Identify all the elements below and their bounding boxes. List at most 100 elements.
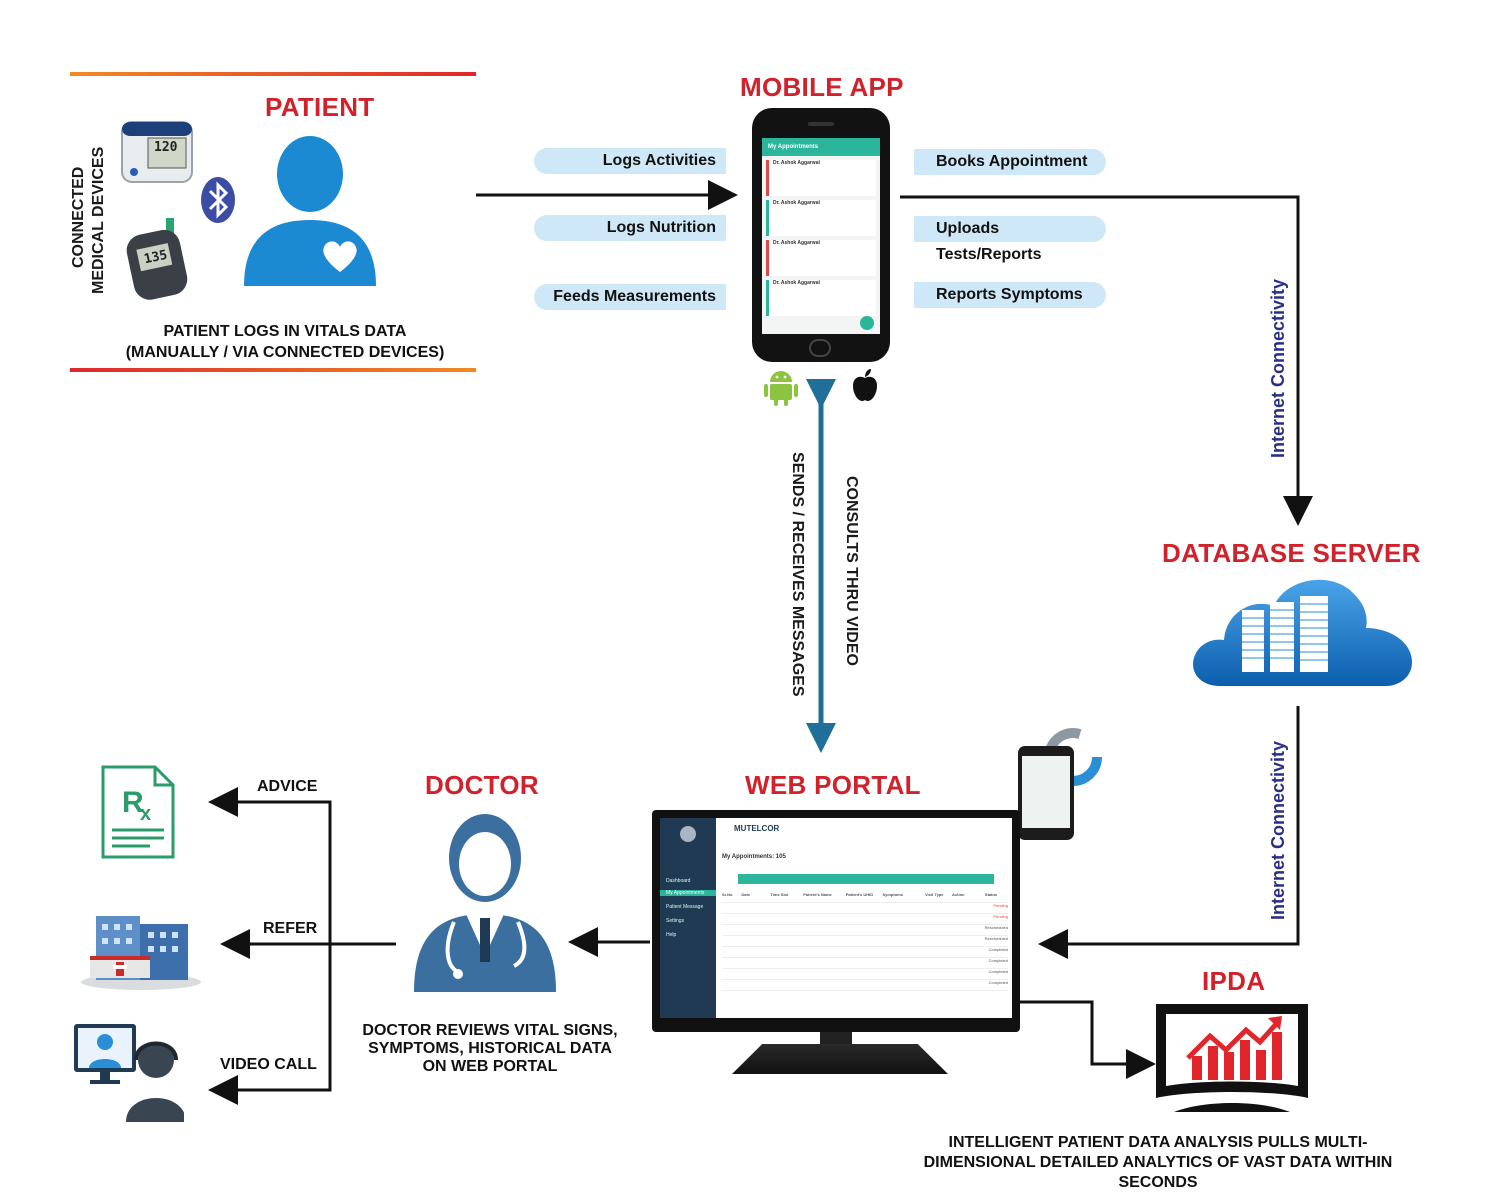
web-portal-monitor: Dashboard My Appointments Patient Messag… [652,810,1020,1032]
action-uploads-tests: Uploads Tests/Reports [914,216,1106,263]
tablet-screen [1022,756,1070,828]
mobile-phone: My Appointments Dr. Ashok Aggarwal Dr. A… [752,108,890,362]
sidebar-item-settings[interactable]: Settings [666,918,685,924]
consults-video-label: CONSULTS THRU VIDEO [843,476,860,666]
monitor-stand-base [732,1044,948,1074]
appointment-card-doctor: Dr. Ashok Aggarwal [773,280,820,286]
portal-brand: MUTELCOR [734,824,780,833]
portal-screen: Dashboard My Appointments Patient Messag… [660,818,1012,1018]
portal-heading: My Appointments: 105 [722,854,786,860]
action-feeds-measurements: Feeds Measurements [534,284,726,310]
phone-home-button [809,339,831,357]
tablet-device [1018,746,1074,840]
mobile-app-title: MOBILE APP [740,72,904,102]
patient-caption-2: (MANUALLY / VIA CONNECTED DEVICES) [125,344,445,361]
apple-icon [850,368,880,402]
row-status: Completed [988,969,1008,974]
appointment-card: Dr. Ashok Aggarwal [766,280,876,316]
video-call-icon [72,1018,186,1122]
column-header: Symptoms [882,892,903,897]
sidebar-item-dashboard[interactable]: Dashboard [666,878,691,884]
table-row[interactable]: Pending [722,903,1008,914]
table-row[interactable]: Completed [722,969,1008,980]
appointment-card-doctor: Dr. Ashok Aggarwal [773,160,820,166]
doctor-icon [414,806,556,992]
phone-speaker [808,122,834,126]
action-reports-symptoms: Reports Symptoms [914,282,1106,308]
portal-sidebar: Dashboard My Appointments Patient Messag… [660,818,716,1018]
column-header: Visit Type [924,892,944,897]
refer-label: REFER [263,920,318,937]
internet-connectivity-label-1: Internet Connectivity [1268,278,1288,458]
video-call-label: VIDEO CALL [220,1056,317,1073]
database-title: DATABASE SERVER [1162,538,1421,568]
sends-receives-label: SENDS / RECEIVES MESSAGES [789,452,806,697]
appointment-card-doctor: Dr. Ashok Aggarwal [773,200,820,206]
bluetooth-icon [200,176,236,224]
cloud-server-icon [1190,570,1414,688]
arrow-portal-to-ipda [1020,1000,1156,1079]
table-row[interactable]: Rescheduled [722,936,1008,947]
table-row[interactable]: Completed [722,947,1008,958]
appointment-card: Dr. Ashok Aggarwal [766,200,876,236]
patient-person-icon [236,134,384,286]
doctor-caption-3: ON WEB PORTAL [422,1058,558,1075]
row-status: Pending [993,903,1008,908]
table-row[interactable]: Pending [722,914,1008,925]
appointment-card: Dr. Ashok Aggarwal [766,160,876,196]
sidebar-item-messages[interactable]: Patient Message [666,904,704,910]
ipda-caption-2: DIMENSIONAL DETAILED ANALYTICS OF VAST D… [923,1154,1393,1171]
appointments-table: Sr.No Date Time Slot Patient's Name Pati… [722,892,1008,991]
web-portal-title: WEB PORTAL [745,770,921,800]
action-logs-activities: Logs Activities [534,148,726,174]
monitor-stand-neck [820,1032,852,1046]
ipda-title: IPDA [1202,966,1266,996]
row-status: Rescheduled [984,925,1008,930]
row-status: Completed [988,947,1008,952]
prescription-rx-icon: R x [100,764,176,860]
bp-monitor-icon: 120 [118,118,196,186]
doctor-title: DOCTOR [425,770,539,800]
patient-top-rule [70,72,476,76]
column-header: Patient's Name [803,892,832,897]
svg-text:R: R [122,786,144,819]
avatar [680,826,696,842]
patient-caption-1: PATIENT LOGS IN VITALS DATA [163,323,407,340]
bp-reading: 120 [154,140,178,155]
patient-title: PATIENT [265,92,375,122]
row-status: Rescheduled [984,936,1008,941]
advice-label: ADVICE [257,778,318,795]
action-logs-nutrition: Logs Nutrition [534,215,726,241]
column-header: Status [984,892,998,897]
sidebar-item-help[interactable]: Help [666,932,677,938]
row-status: Pending [993,914,1008,919]
column-header: Sr.No [722,892,733,897]
glucometer-icon: 135 [124,218,188,300]
android-icon [764,368,798,406]
arrow-to-video-call [208,944,332,1105]
arrow-to-advice [208,787,332,944]
phone-screen-title: My Appointments [762,138,880,156]
sidebar-item-appointments[interactable]: My Appointments [660,890,716,896]
phone-screen: My Appointments Dr. Ashok Aggarwal Dr. A… [762,138,880,334]
appointment-card: Dr. Ashok Aggarwal [766,240,876,276]
doctor-caption-1: DOCTOR REVIEWS VITAL SIGNS, [362,1022,618,1039]
table-row[interactable]: Completed [722,958,1008,969]
table-header: Sr.No Date Time Slot Patient's Name Pati… [722,892,1008,903]
internet-connectivity-label-2: Internet Connectivity [1268,740,1288,920]
column-header: Action [952,892,965,897]
ipda-caption-3: SECONDS [1118,1174,1198,1191]
table-row[interactable]: Completed [722,980,1008,991]
action-books-appointment: Books Appointment [914,149,1106,175]
table-row[interactable]: Rescheduled [722,925,1008,936]
patient-bottom-rule [70,368,476,372]
column-header: Time Slot [770,892,789,897]
arrow-database-to-portal [1038,706,1300,959]
doctor-caption-2: SYMPTOMS, HISTORICAL DATA [368,1040,612,1057]
arrow-app-to-database [900,195,1313,526]
row-status: Completed [988,958,1008,963]
ipda-caption-1: INTELLIGENT PATIENT DATA ANALYSIS PULLS … [948,1134,1368,1151]
appointment-card-doctor: Dr. Ashok Aggarwal [773,240,820,246]
portal-search-bar[interactable] [738,874,994,884]
